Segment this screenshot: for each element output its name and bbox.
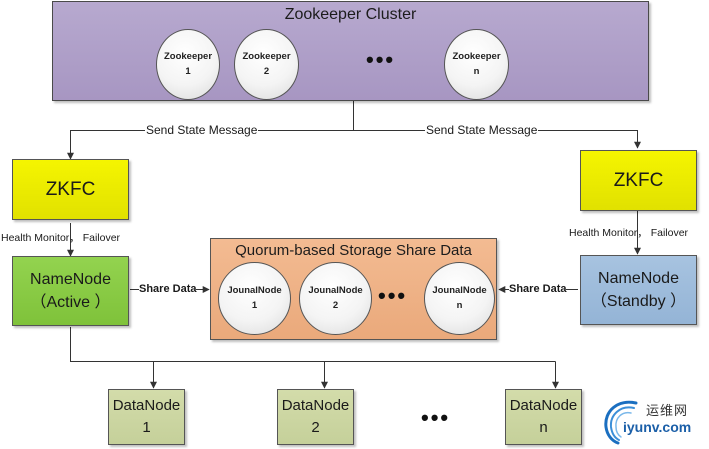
watermark-en-text: iyunv.com	[623, 419, 692, 435]
health-monitor-right-label: Health Monitor， Failover	[569, 227, 689, 239]
journalnode-name: JounalNode	[308, 284, 363, 296]
send-state-left-line	[67, 130, 354, 160]
datanode-index: 1	[142, 419, 151, 436]
zkfc-left[interactable]: ZKFC	[12, 159, 129, 220]
namenode-title: NameNode	[598, 269, 679, 287]
share-data-left-label: Share Data	[139, 283, 197, 295]
share-data-right-label: Share Data	[509, 283, 567, 295]
datanode-name: DataNode	[112, 396, 181, 414]
namenode-active[interactable]: NameNode （Active ）	[12, 256, 129, 326]
zookeeper-node-name: Zookeeper	[242, 50, 291, 62]
zookeeper-node-name: Zookeeper	[163, 50, 213, 62]
send-state-left-label: Send State Message	[145, 123, 259, 137]
cluster-title: Zookeeper Cluster	[284, 6, 417, 23]
journalnode-n[interactable]: JounalNode n	[424, 262, 495, 335]
namenode-state: （Standby ）	[590, 293, 687, 310]
namenode-standby[interactable]: NameNode （Standby ）	[580, 255, 697, 325]
zookeeper-node-index: 2	[263, 65, 270, 77]
zookeeper-ellipsis: •••	[366, 47, 396, 72]
journalnode-index: 2	[332, 299, 339, 311]
journalnode-2[interactable]: JounalNode 2	[299, 262, 372, 335]
datanode-index: 2	[311, 419, 320, 436]
zookeeper-node-index: 1	[185, 65, 191, 77]
swirl-logo-icon	[604, 400, 638, 445]
send-state-right-label: Send State Message	[425, 123, 539, 137]
journalnode-index: n	[456, 299, 463, 311]
journalnode-name: JounalNode	[432, 284, 487, 296]
journalnode-1[interactable]: JounalNode 1	[218, 262, 291, 335]
journalnode-index: 1	[251, 299, 258, 311]
zkfc-right[interactable]: ZKFC	[580, 150, 697, 211]
datanode-ellipsis: •••	[421, 405, 451, 430]
quorum-storage: Quorum-based Storage Share Data JounalNo…	[210, 238, 497, 340]
journalnode-name: JounalNode	[227, 284, 282, 296]
zookeeper-cluster: Zookeeper Cluster Zookeeper 1 Zookeeper …	[52, 1, 649, 101]
zookeeper-node-index: n	[473, 65, 480, 77]
zookeeper-node-2[interactable]: Zookeeper 2	[234, 29, 299, 100]
watermark-cn-text: 运维网	[646, 403, 689, 418]
watermark-logo: 运维网 iyunv.com	[600, 397, 708, 447]
zookeeper-node-name: Zookeeper	[452, 50, 501, 62]
namenode-state: （Active ）	[30, 294, 111, 311]
zookeeper-node-1[interactable]: Zookeeper 1	[156, 29, 220, 100]
zkfc-label: ZKFC	[45, 178, 96, 200]
zkfc-label: ZKFC	[613, 169, 664, 191]
namenode-title: NameNode	[30, 270, 111, 288]
datanode-bus-line	[70, 327, 556, 362]
storage-title: Quorum-based Storage Share Data	[235, 242, 472, 259]
datanode-index: n	[539, 419, 548, 436]
datanode-1[interactable]: DataNode 1	[108, 389, 185, 445]
zookeeper-node-n[interactable]: Zookeeper n	[444, 29, 509, 100]
datanode-name: DataNode	[281, 396, 350, 414]
datanode-n[interactable]: DataNode n	[505, 389, 582, 445]
journalnode-ellipsis: •••	[378, 283, 408, 308]
datanode-name: DataNode	[509, 396, 578, 414]
health-monitor-left-label: Health Monitor， Failover	[1, 232, 121, 244]
datanode-2[interactable]: DataNode 2	[277, 389, 354, 445]
